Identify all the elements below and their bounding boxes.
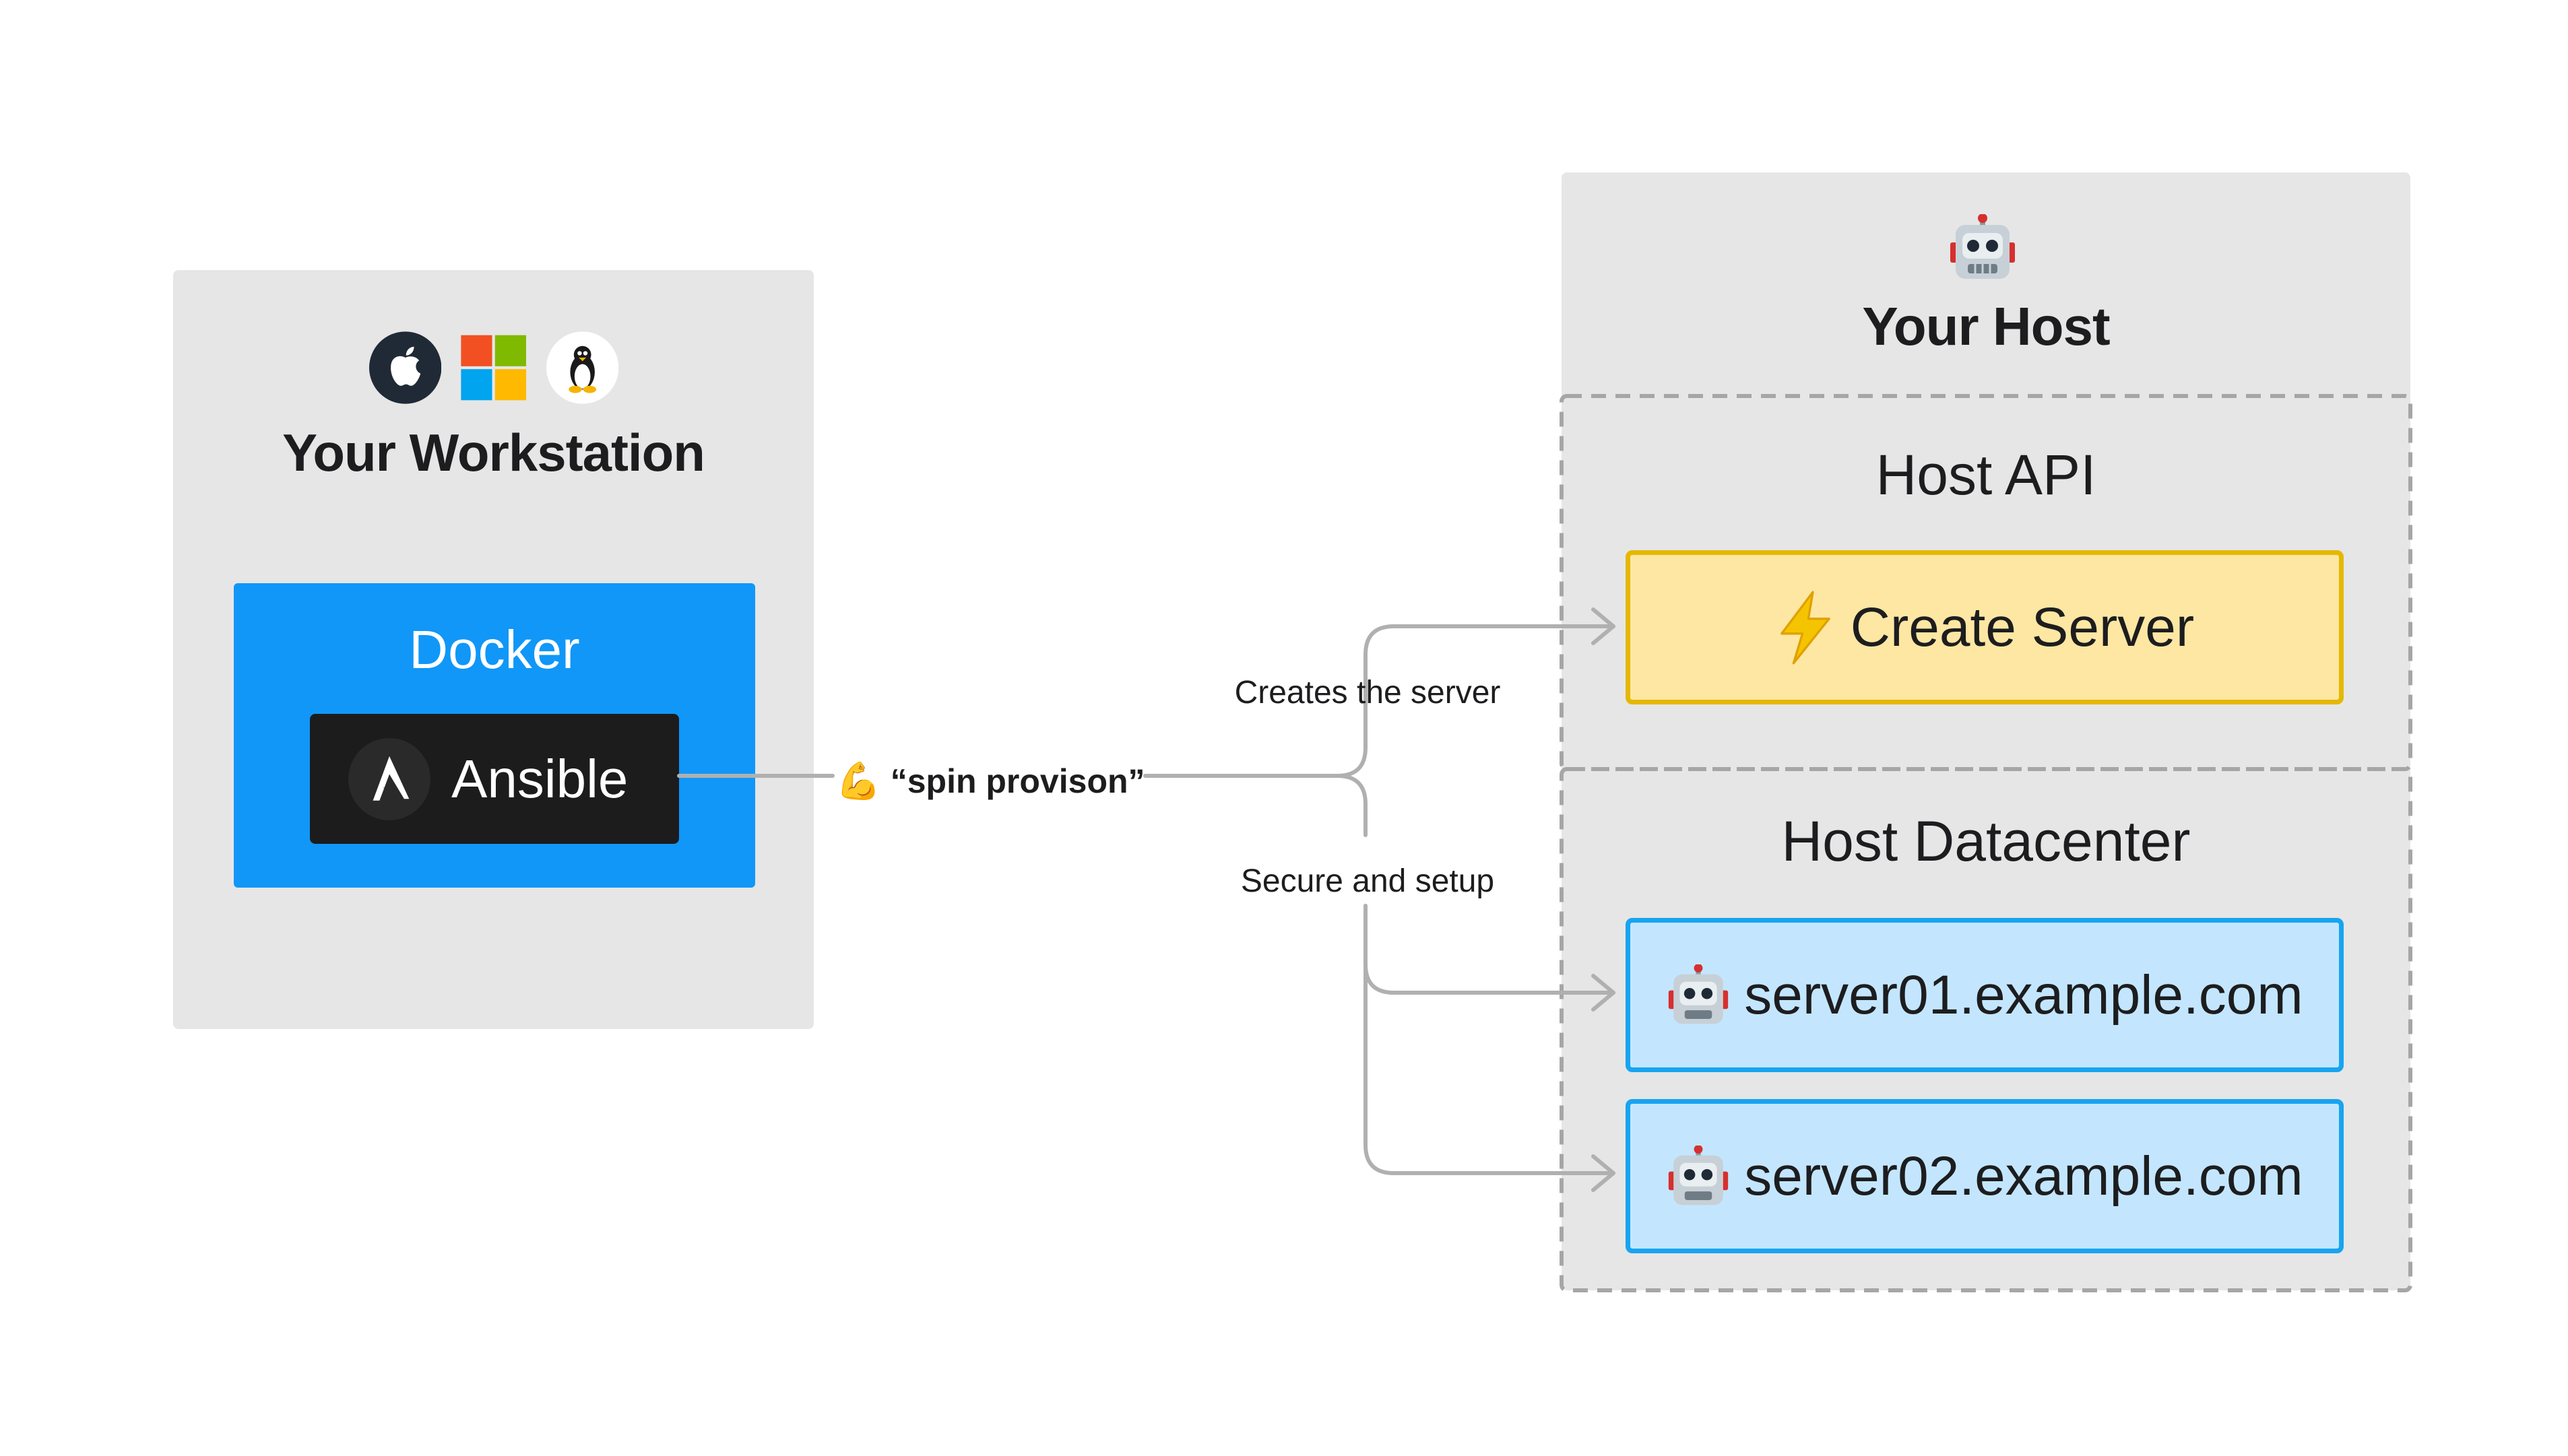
flow-label-secure: Secure and setup bbox=[1240, 863, 1495, 899]
host-api-section bbox=[1560, 394, 2412, 771]
flow-label-create: Creates the server bbox=[1234, 674, 1501, 710]
server-box: server02.example.com bbox=[1626, 1099, 2344, 1253]
arrowhead bbox=[1591, 607, 1615, 645]
arrowhead bbox=[1591, 974, 1615, 1012]
lightning-icon bbox=[1780, 591, 1830, 664]
server-label: server02.example.com bbox=[1744, 1145, 2303, 1207]
arrowhead bbox=[1591, 1154, 1615, 1192]
create-server-box: Create Server bbox=[1626, 550, 2344, 704]
host-datacenter-section bbox=[1560, 767, 2412, 1292]
windows-icon bbox=[461, 335, 527, 401]
create-server-label: Create Server bbox=[1850, 596, 2195, 658]
docker-label: Docker bbox=[409, 620, 580, 680]
host-datacenter-title: Host Datacenter bbox=[1781, 809, 2191, 873]
connector-create-server bbox=[1335, 624, 1615, 778]
host-title: Your Host bbox=[1862, 296, 2110, 356]
connector-secure bbox=[1335, 774, 1368, 837]
ansible-label: Ansible bbox=[451, 749, 629, 809]
robot-icon bbox=[1950, 214, 2015, 279]
host-api-title: Host API bbox=[1875, 442, 2096, 506]
connector-server01 bbox=[1363, 904, 1615, 995]
robot-icon bbox=[1669, 964, 1729, 1024]
server-box: server01.example.com bbox=[1626, 918, 2344, 1072]
connector-server02 bbox=[1363, 904, 1615, 1175]
os-icons bbox=[369, 329, 618, 406]
command-label: 💪 “spin provison” bbox=[835, 754, 1145, 808]
server-label: server01.example.com bbox=[1744, 964, 2303, 1026]
linux-icon bbox=[546, 331, 618, 404]
command-text: “spin provison” bbox=[890, 762, 1145, 800]
ansible-icon bbox=[348, 738, 430, 820]
apple-icon bbox=[369, 331, 442, 404]
robot-icon bbox=[1669, 1145, 1729, 1205]
workstation-title: Your Workstation bbox=[282, 422, 705, 482]
flexed-biceps-icon: 💪 bbox=[835, 760, 881, 801]
